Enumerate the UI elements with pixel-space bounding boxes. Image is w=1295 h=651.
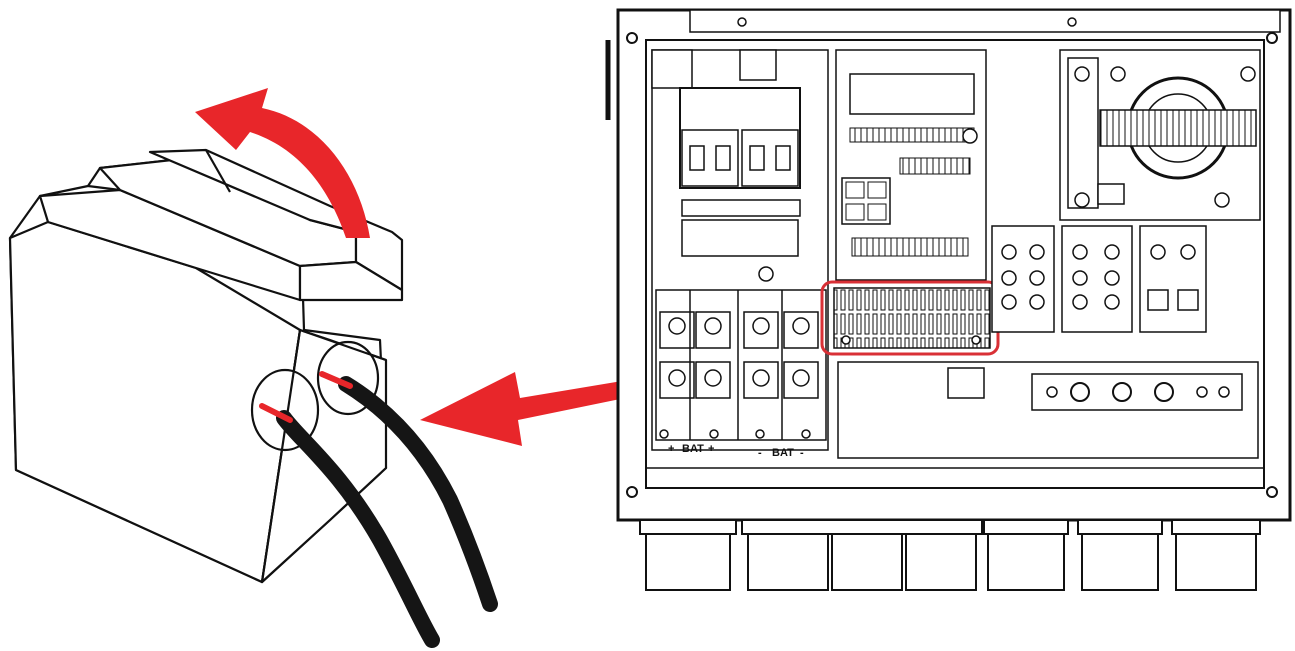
sign-minus-left: -: [758, 447, 762, 459]
open-lever-arrow-icon: [195, 88, 370, 238]
sign-minus-right: -: [800, 447, 804, 459]
sign-plus-right: +: [708, 443, 714, 455]
battery-label-right: BAT: [772, 447, 794, 459]
sign-plus-left: +: [668, 443, 674, 455]
inverter-cabinet-icon: + BAT + - BAT -: [605, 8, 1292, 591]
battery-cables: [259, 371, 498, 648]
battery-label-left: BAT: [682, 443, 704, 455]
